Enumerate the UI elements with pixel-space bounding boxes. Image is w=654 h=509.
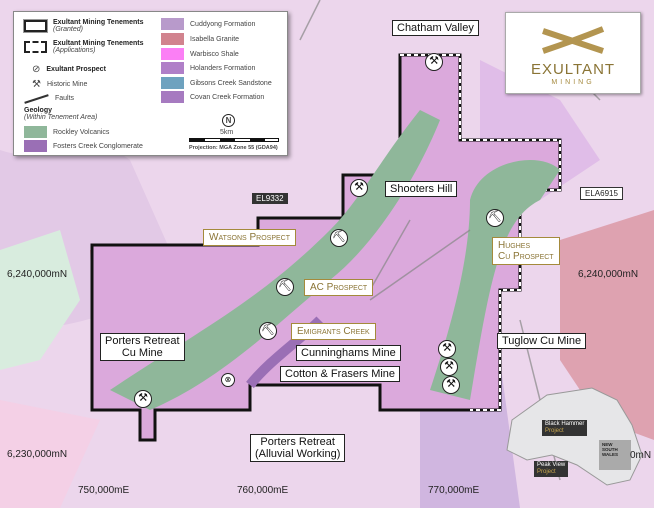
legend-granted-sub: (Granted) <box>53 26 83 33</box>
easting-770000: 770,000mE <box>428 485 480 496</box>
pick-icon[interactable]: ⛏ <box>330 229 348 247</box>
northing-6230000-left: 6,230,000mN <box>7 449 68 460</box>
legend-isabella: Isabella Granite <box>190 35 240 43</box>
alluvial-icon[interactable]: ⊗ <box>221 373 235 387</box>
legend-applications: Exultant Mining Tenements <box>53 40 144 47</box>
peak-view-line1: Peak View <box>537 462 566 468</box>
projection-label: Projection: MGA Zone 55 (GDA94) <box>189 145 278 151</box>
covan-swatch <box>161 91 184 103</box>
logo-name: EXULTANT <box>530 61 616 78</box>
crossed-hammers-icon[interactable]: ⚒ <box>440 358 458 376</box>
northing-6230000-right: 0mN <box>630 450 652 461</box>
shooters-hill-label: Shooters Hill <box>385 181 458 197</box>
scale-bar <box>189 138 279 142</box>
pick-icon[interactable]: ⛏ <box>276 278 294 296</box>
black-hammer-line2: Project <box>545 428 564 434</box>
crossed-hammers-icon[interactable]: ⚒ <box>350 179 368 197</box>
hughes-line1: Hughes <box>498 240 531 251</box>
warbisco-swatch <box>161 48 184 60</box>
legend-rockley: Rockley Volcanics <box>53 128 110 136</box>
legend-prospect: Exultant Prospect <box>46 66 106 73</box>
holanders-swatch <box>161 62 184 74</box>
legend-geology-title: Geology <box>24 107 53 114</box>
legend-warbisco: Warbisco Shale <box>190 50 239 58</box>
granted-swatch <box>23 19 48 33</box>
cunninghams-mine-label: Cunninghams Mine <box>296 345 401 361</box>
pick-icon[interactable]: ⛏ <box>486 209 504 227</box>
easting-760000: 760,000mE <box>237 485 289 496</box>
ac-prospect-label: AC Prospect <box>304 279 374 296</box>
pick-icon[interactable]: ⛏ <box>259 322 277 340</box>
peak-view-line2: Project <box>537 469 556 475</box>
easting-750000: 750,000mE <box>78 485 130 496</box>
emigrants-creek-label: Emigrants Creek <box>291 323 376 340</box>
pick-icon: ⊘ <box>32 64 41 75</box>
porters-al-line2: (Alluvial Working) <box>255 448 341 460</box>
legend-applications-sub: (Applications) <box>53 47 96 54</box>
watsons-prospect-label: Watsons Prospect <box>203 229 296 246</box>
northing-6240000-right: 6,240,000mN <box>578 269 639 280</box>
legend-cuddyong: Cuddyong Formation <box>190 20 256 28</box>
el9332-tag: EL9332 <box>252 193 288 204</box>
porters-cu-line1: Porters Retreat <box>105 335 180 347</box>
nsw-label: NEW SOUTH WALES <box>602 442 619 457</box>
legend-historic: Historic Mine <box>46 81 88 88</box>
crossed-hammers-icon[interactable]: ⚒ <box>438 340 456 358</box>
cuddyong-swatch <box>161 18 184 30</box>
australia-outline <box>506 387 643 486</box>
logo-sub: MINING <box>551 79 595 86</box>
legend-geology-sub: (Within Tenement Area) <box>24 114 98 121</box>
gibsons-swatch <box>161 77 184 89</box>
fault-line-icon <box>24 93 49 104</box>
crossed-hammers-icon: ⚒ <box>32 79 41 90</box>
porters-retreat-alluvial-label: Porters Retreat(Alluvial Working) <box>250 434 346 462</box>
porters-al-line1: Porters Retreat <box>260 436 335 448</box>
applications-swatch <box>24 41 47 53</box>
map-legend: Exultant Mining Tenements(Granted) Exult… <box>13 11 288 156</box>
tuglow-cu-mine-label: Tuglow Cu Mine <box>497 333 587 349</box>
logo-mark <box>542 26 605 54</box>
hughes-line2: Cu Prospect <box>498 251 554 262</box>
legend-granted: Exultant Mining Tenements <box>53 19 144 26</box>
crossed-hammers-icon[interactable]: ⚒ <box>134 390 152 408</box>
chatham-valley-label: Chatham Valley <box>392 20 479 36</box>
scale-label: 5km <box>220 129 234 136</box>
exultant-logo: EXULTANT MINING <box>505 12 641 94</box>
crossed-hammers-icon[interactable]: ⚒ <box>425 53 443 71</box>
north-arrow-icon: N <box>222 114 235 127</box>
ela6915-tag: ELA6915 <box>580 187 623 200</box>
legend-fosters: Fosters Creek Conglomerate <box>53 142 143 150</box>
northing-6240000-left: 6,240,000mN <box>7 269 68 280</box>
legend-covan: Covan Creek Formation <box>190 93 265 101</box>
fosters-swatch <box>24 140 47 152</box>
crossed-hammers-icon[interactable]: ⚒ <box>442 376 460 394</box>
porters-cu-line2: Cu Mine <box>121 347 163 359</box>
isabella-swatch <box>161 33 184 45</box>
cotton-frasers-mine-label: Cotton & Frasers Mine <box>280 366 401 382</box>
rockley-swatch <box>24 126 47 138</box>
legend-faults: Faults <box>55 95 75 102</box>
legend-holanders: Holanders Formation <box>190 64 256 72</box>
legend-gibsons: Gibsons Creek Sandstone <box>190 79 272 87</box>
black-hammer-line1: Black Hammer <box>545 421 585 427</box>
